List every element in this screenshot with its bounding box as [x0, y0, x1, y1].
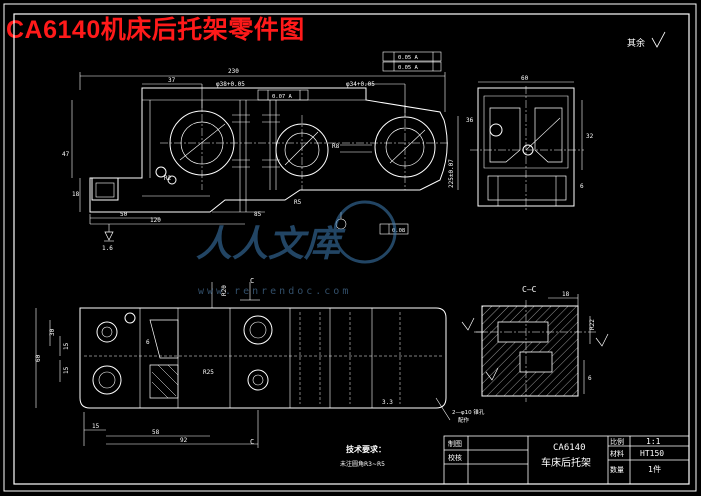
section-marker-c-bottom: C — [250, 438, 254, 446]
top-dim-6: 6 — [146, 339, 150, 346]
top-dim-58: 58 — [152, 429, 160, 436]
watermark-url: www.renrendoc.com — [198, 286, 351, 297]
dim-right-bore: φ34+0.05 — [346, 81, 375, 88]
tolerance-frame-mid: 0.07 A — [272, 94, 293, 100]
top-dim-92: 92 — [180, 437, 188, 444]
dim-r5: R5 — [294, 199, 302, 206]
top-dim-15b: 15 — [63, 366, 70, 374]
dim-r8: R8 — [332, 143, 340, 150]
top-dim-r25: R25 — [203, 369, 214, 376]
side-view — [470, 81, 584, 210]
hole-note-2: 配作 — [458, 416, 470, 424]
surface-finish-note: 其余 — [627, 37, 645, 49]
side-dim-6: 6 — [580, 183, 584, 190]
watermark-logo-icon — [333, 200, 397, 264]
quantity-value: 1件 — [648, 464, 661, 474]
dim-18: 18 — [72, 191, 80, 198]
roughness-symbol-icon — [651, 31, 666, 48]
section-dim-18: 18 — [562, 291, 570, 298]
section-marker-c-top: C — [250, 277, 254, 285]
material-label: 材料 — [610, 449, 624, 458]
top-dim-15c: 15 — [92, 423, 100, 430]
part-code: CA6140 — [553, 443, 586, 453]
dim-overall-length: 230 — [228, 68, 239, 75]
section-dim-6: 6 — [588, 375, 592, 382]
hole-note: 2—φ10 锥孔 — [452, 408, 485, 416]
dim-right-side: 225±0.07 — [448, 159, 455, 188]
front-foot-block — [91, 177, 119, 201]
dim-37: 37 — [168, 77, 176, 84]
material-value: HT150 — [640, 449, 664, 458]
tolerance-frame-1: 0.05 A — [398, 55, 419, 61]
title-block — [443, 435, 690, 485]
tech-req-body: 未注圆角R3~R5 — [340, 460, 385, 468]
designed-label: 制图 — [448, 439, 462, 448]
top-dim-3-3: 3.3 — [382, 399, 393, 406]
dim-50: 50 — [120, 211, 128, 218]
drawing-title: CA6140机床后托架零件图 — [6, 16, 305, 44]
tolerance-frame-2: 0.05 A — [398, 65, 419, 71]
side-dim-32: 32 — [586, 133, 594, 140]
watermark-brand: 人人文库 — [196, 224, 346, 265]
scale-label: 比例 — [610, 437, 624, 446]
outer-border — [3, 3, 697, 492]
scale-value: 1:1 — [646, 437, 661, 446]
front-view — [71, 51, 459, 242]
section-view-label: C—C — [522, 285, 537, 294]
dim-120: 120 — [150, 217, 161, 224]
dim-85: 85 — [254, 211, 262, 218]
roughness-1-6: 1.6 — [102, 245, 113, 252]
tech-req-heading: 技术要求： — [346, 444, 386, 454]
quantity-label: 数量 — [610, 465, 624, 474]
dim-r2: R2 — [164, 175, 172, 182]
checked-label: 校核 — [448, 453, 462, 462]
part-name: 车床后托架 — [541, 456, 591, 469]
inner-border — [13, 13, 690, 485]
top-view — [35, 282, 451, 448]
section-dim-r22: R22 — [589, 319, 596, 330]
top-dim-r20: R20 — [221, 285, 228, 296]
side-dim-36: 36 — [466, 117, 474, 124]
front-outline — [89, 87, 448, 213]
top-dim-15a: 15 — [63, 342, 70, 350]
section-c-c-view — [461, 294, 609, 402]
top-outline — [79, 307, 447, 409]
watermark: 人人文库 www.renrendoc.com — [196, 200, 397, 297]
section-hatched-body — [481, 305, 579, 397]
top-dim-30: 30 — [49, 328, 56, 336]
top-dim-60: 60 — [35, 354, 42, 362]
dim-left-bore: φ38+0.05 — [216, 81, 245, 88]
dim-47: 47 — [62, 151, 70, 158]
side-dim-60: 60 — [521, 75, 529, 82]
datum-frame-b: 0.08 — [392, 228, 405, 234]
